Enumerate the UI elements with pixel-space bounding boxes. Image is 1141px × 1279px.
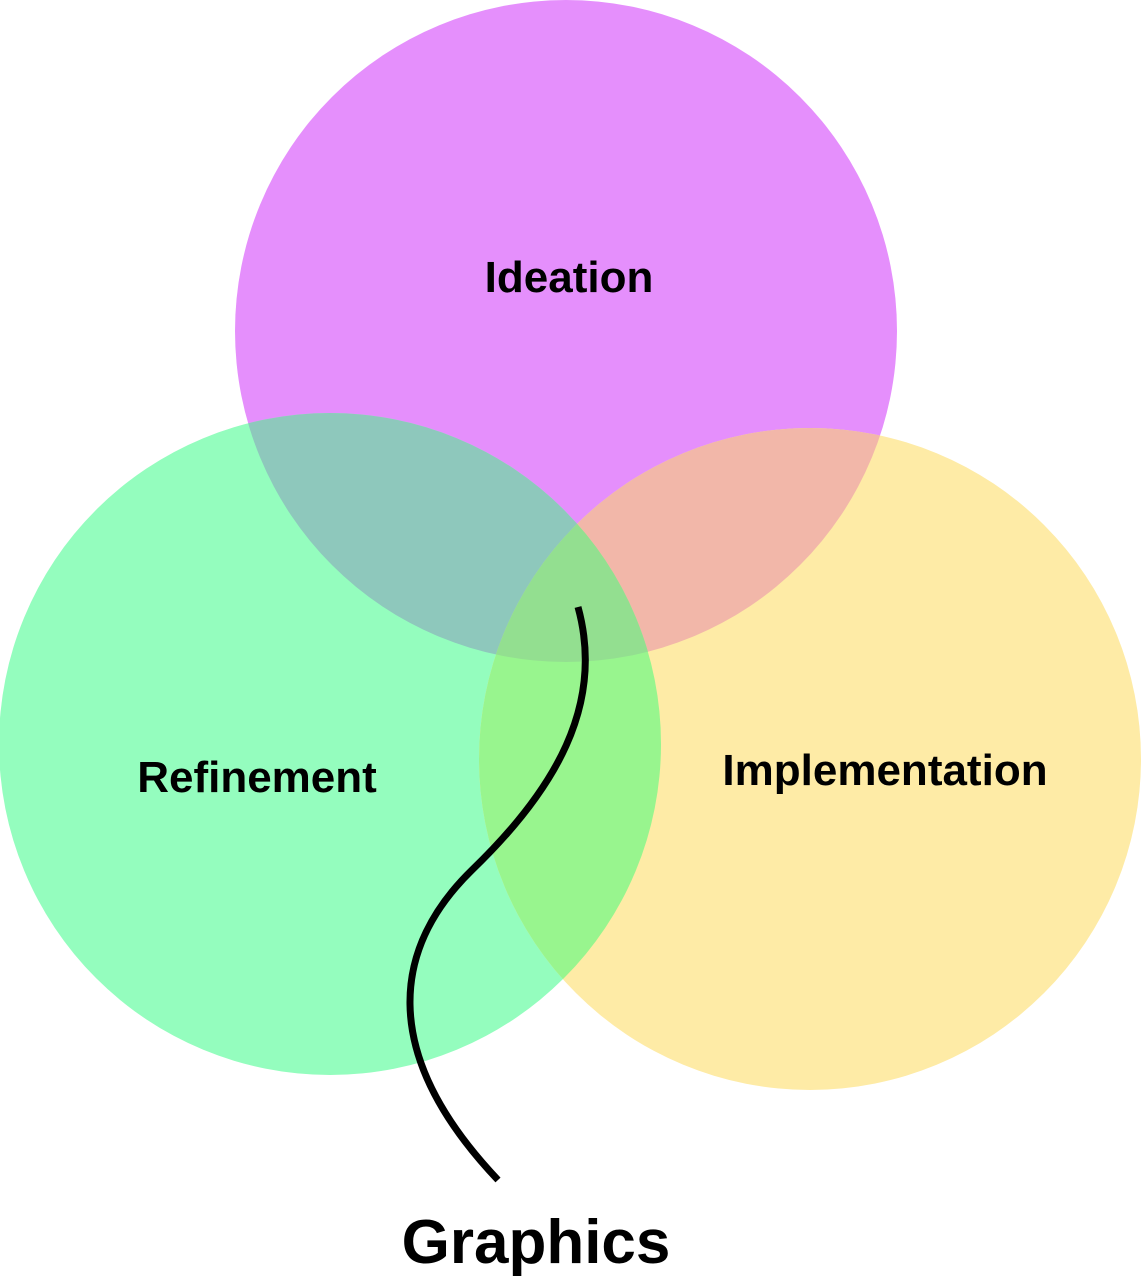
graphics-label: Graphics: [402, 1208, 671, 1277]
graphics-callout-line: [406, 606, 589, 1183]
ideation-label: Ideation: [485, 253, 654, 302]
overlap-ideation-implementation: [479, 428, 897, 662]
implementation-label: Implementation: [722, 746, 1047, 795]
overlap-ideation-refinement: [235, 413, 661, 662]
refinement-label: Refinement: [137, 753, 377, 802]
